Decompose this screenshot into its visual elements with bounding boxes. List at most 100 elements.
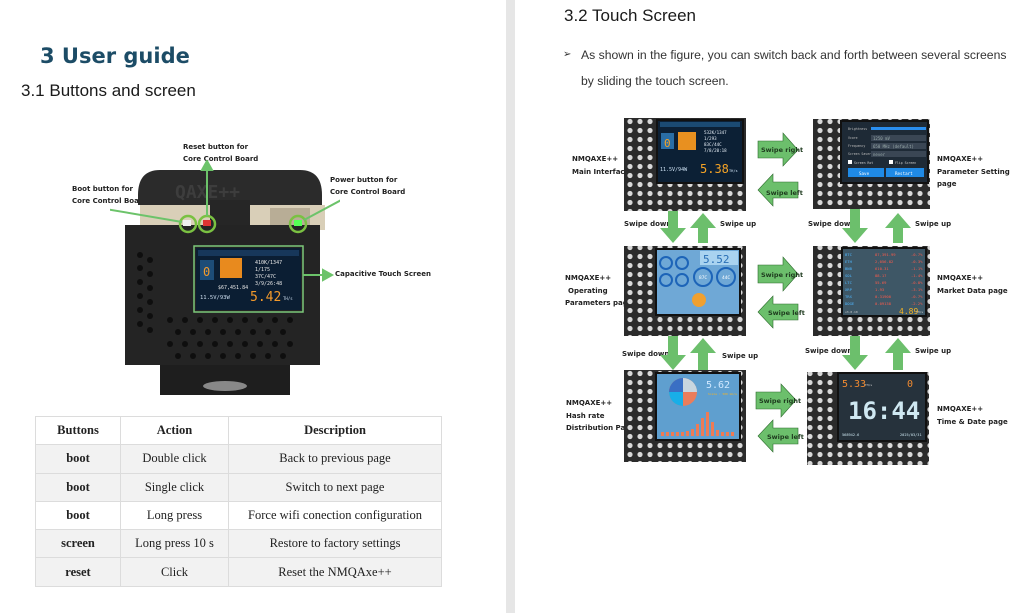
callout-line: Core Control Board xyxy=(183,155,259,163)
label-line: Market Data page xyxy=(937,286,1008,295)
device-top-bezel xyxy=(138,170,322,205)
hashdist-bars xyxy=(661,412,734,436)
touch-screen-callout: Capacitive Touch Screen xyxy=(335,270,431,278)
reset-button-callout: Reset button for Core Control Board xyxy=(183,141,258,165)
svg-text:TH/s: TH/s xyxy=(865,383,872,387)
swipe-down-arrow xyxy=(842,209,868,243)
swipe-down-arrow xyxy=(660,211,686,243)
main-stat: 83C/44C xyxy=(704,142,722,147)
operating-hashrate: 5.52 xyxy=(703,253,730,266)
table-row: reset Click Reset the NMQAxe++ xyxy=(35,557,442,587)
swipe-up-arrow xyxy=(690,213,716,243)
label-line: NMQAXE++ xyxy=(566,399,613,407)
svg-text:v3.0.10: v3.0.10 xyxy=(845,310,858,314)
screen-stat: 1/175 xyxy=(255,267,270,273)
svg-text:-0.8%: -0.8% xyxy=(911,280,923,285)
label-line: Hash rate xyxy=(566,411,605,420)
screen-saver-select[interactable]: never xyxy=(873,152,886,157)
swipe-down-arrow xyxy=(842,336,868,370)
main-power: 11.5V/94W xyxy=(660,167,688,173)
swipe-right-arrow-2 xyxy=(757,256,799,292)
swipe-left-label: Swipe left xyxy=(768,309,805,317)
swipe-right-arrow-1 xyxy=(757,132,799,167)
svg-text:1.93: 1.93 xyxy=(875,287,884,292)
frequency-select[interactable]: 650 MHz (default) xyxy=(873,144,914,149)
main-best-diff: 0 xyxy=(664,137,671,150)
cell-action: Long press 10 s xyxy=(120,529,229,559)
screen-power: 11.5V/93W xyxy=(200,295,230,301)
page-gutter xyxy=(506,0,515,613)
device-illustration: QAXE++ 0 $67,451.84 410K/1347 1/175 37C/… xyxy=(110,160,340,395)
svg-text:44C: 44C xyxy=(722,275,730,281)
cell-action: Double click xyxy=(120,444,229,474)
swipe-down-label: Swipe down xyxy=(805,347,853,355)
svg-text:-0.7%: -0.7% xyxy=(911,252,923,257)
svg-text:TRX: TRX xyxy=(845,294,853,299)
col-header-description: Description xyxy=(228,415,442,446)
bullet-arrow-icon: ➢ xyxy=(563,49,572,60)
swipe-up-arrow xyxy=(690,338,716,370)
settings-brightness-label: Brightness xyxy=(848,127,867,131)
table-row: boot Double click Back to previous page xyxy=(35,444,442,474)
hashdist-hashrate: 5.62 xyxy=(706,380,730,391)
table-row: boot Long press Force wifi conection con… xyxy=(35,500,442,531)
svg-text:87,391.99: 87,391.99 xyxy=(875,252,896,257)
svg-text:Vcore: Vcore xyxy=(848,136,858,140)
power-button-highlight xyxy=(288,214,308,234)
cell-action: Click xyxy=(120,557,229,587)
cell-button: boot xyxy=(35,500,121,531)
core-voltage-select[interactable]: 1250 mV xyxy=(873,136,890,141)
section-title-buttons-and-screen: 3.1 Buttons and screen xyxy=(21,81,196,100)
power-button-callout: Power button for Core Control Board xyxy=(330,174,405,198)
time-hashrate: 5.33 xyxy=(842,379,866,390)
svg-text:Scale : 500 Gh/s: Scale : 500 Gh/s xyxy=(708,392,737,396)
label-line: NMQAXE++ xyxy=(572,155,619,163)
main-unit: TH/s xyxy=(729,169,738,173)
cell-description: Restore to factory settings xyxy=(228,529,442,559)
cell-button: reset xyxy=(35,557,121,587)
svg-text:0.09138: 0.09138 xyxy=(875,301,892,306)
svg-text:-0.7%: -0.7% xyxy=(911,294,923,299)
svg-text:XRP: XRP xyxy=(845,287,853,292)
col-header-buttons: Buttons xyxy=(35,415,121,446)
svg-text:-0.3%: -0.3% xyxy=(911,259,923,264)
swipe-left-label: Swipe left xyxy=(766,189,803,197)
label-line: Parameters page xyxy=(565,299,633,307)
brightness-slider[interactable] xyxy=(871,127,926,130)
swipe-right-arrow-3 xyxy=(755,383,797,418)
svg-text:BTC: BTC xyxy=(845,252,852,257)
swipe-up-label: Swipe up xyxy=(915,220,952,228)
section-title-touch-screen: 3.2 Touch Screen xyxy=(564,6,696,25)
settings-save-button[interactable]: Save xyxy=(859,171,870,176)
settings-restart-button[interactable]: Restart xyxy=(895,171,913,176)
swipe-left-arrow-3 xyxy=(757,419,799,453)
svg-text:0: 0 xyxy=(907,379,913,390)
col-header-action: Action xyxy=(120,415,229,446)
swipe-up-label: Swipe up xyxy=(720,220,757,228)
label-line: NMQAXE++ xyxy=(937,405,984,413)
svg-text:55.69: 55.69 xyxy=(875,280,887,285)
label-line: NMQAXE++ xyxy=(937,274,984,282)
cell-description: Reset the NMQAxe++ xyxy=(228,557,442,587)
label-line: NMQAXE++ xyxy=(565,274,612,282)
main-stat: 1/293 xyxy=(704,136,717,141)
swipe-left-arrow-2 xyxy=(757,295,799,329)
svg-text:-2.2%: -2.2% xyxy=(911,301,923,306)
chapter-title: 3 User guide xyxy=(40,44,190,68)
bullet-text: As shown in the figure, you can switch b… xyxy=(581,48,1007,88)
callout-line: Power button for xyxy=(330,176,398,184)
hash-distribution-screenshot: 5.62 Scale : 500 Gh/s xyxy=(624,370,746,462)
svg-text:ETH: ETH xyxy=(845,259,853,264)
callout-line: Core Control Board xyxy=(72,197,148,205)
buttons-table: Buttons Action Description boot Double c… xyxy=(35,415,442,587)
market-data-screenshot: BTC ETH BNB SOL LTC XRP TRX DOGE 87,391.… xyxy=(813,246,930,336)
market-table: BTC ETH BNB SOL LTC XRP TRX DOGE 87,391.… xyxy=(845,252,923,306)
label-line: Main Interface xyxy=(572,167,630,176)
swipe-left-arrow-1 xyxy=(757,173,799,207)
label-market-data: NMQAXE++ Market Data page xyxy=(937,272,1008,297)
swipe-up-label: Swipe up xyxy=(722,352,759,360)
label-operating-parameters: NMQAXE++ Operating Parameters page xyxy=(565,272,633,310)
label-line: Distribution Page xyxy=(566,424,635,432)
swipe-right-label: Swipe right xyxy=(761,271,803,279)
swipe-down-label: Swipe down xyxy=(624,220,672,228)
